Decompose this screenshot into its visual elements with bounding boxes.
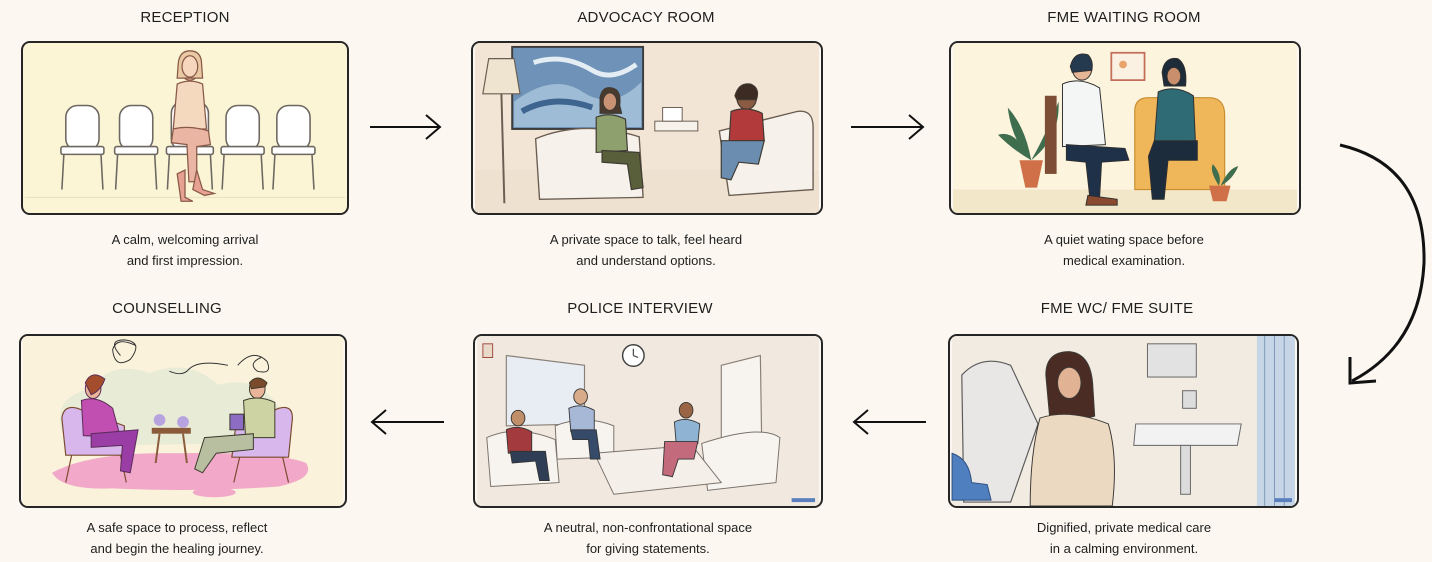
arrow-right-icon <box>370 114 442 140</box>
police-interview-illustration <box>473 334 823 508</box>
arrow-left-icon <box>370 409 444 435</box>
counselling-illustration <box>19 334 347 508</box>
fme-waiting-room-illustration <box>949 41 1301 215</box>
arrow-left-icon <box>852 409 926 435</box>
fme-suite-illustration <box>948 334 1299 508</box>
stage-caption: A quiet wating space before medical exam… <box>959 229 1289 271</box>
caption-line: and first impression. <box>126 253 244 268</box>
caption-line: A quiet wating space before <box>1044 232 1204 247</box>
stage-caption: Dignified, private medical care in a cal… <box>959 517 1289 559</box>
caption-line: for giving statements. <box>586 541 710 556</box>
stage-title: FME WAITING ROOM <box>1047 9 1201 26</box>
caption-line: A safe space to process, reflect <box>86 520 268 535</box>
caption-line: and begin the healing journey. <box>90 541 264 556</box>
caption-line: in a calming environment. <box>1049 541 1199 556</box>
curved-arrow-icon <box>1339 143 1426 385</box>
advocacy-room-illustration <box>471 41 823 215</box>
stage-title: RECEPTION <box>140 9 230 26</box>
caption-line: A private space to talk, feel heard <box>549 232 743 247</box>
stage-caption: A safe space to process, reflect and beg… <box>12 517 342 559</box>
arrow-right-icon <box>851 114 925 140</box>
stage-caption: A neutral, non-confrontational space for… <box>483 517 813 559</box>
stage-caption: A calm, welcoming arrival and first impr… <box>20 229 350 271</box>
caption-line: A calm, welcoming arrival <box>111 232 259 247</box>
caption-line: and understand options. <box>576 253 716 268</box>
stage-title: POLICE INTERVIEW <box>567 300 713 317</box>
stage-caption: A private space to talk, feel heard and … <box>481 229 811 271</box>
stage-title: COUNSELLING <box>112 300 222 317</box>
caption-line: Dignified, private medical care <box>1036 520 1212 535</box>
caption-line: A neutral, non-confrontational space <box>543 520 753 535</box>
caption-line: medical examination. <box>1062 253 1186 268</box>
stage-title: ADVOCACY ROOM <box>577 9 715 26</box>
reception-illustration <box>21 41 349 215</box>
stage-title: FME WC/ FME SUITE <box>1040 300 1194 317</box>
